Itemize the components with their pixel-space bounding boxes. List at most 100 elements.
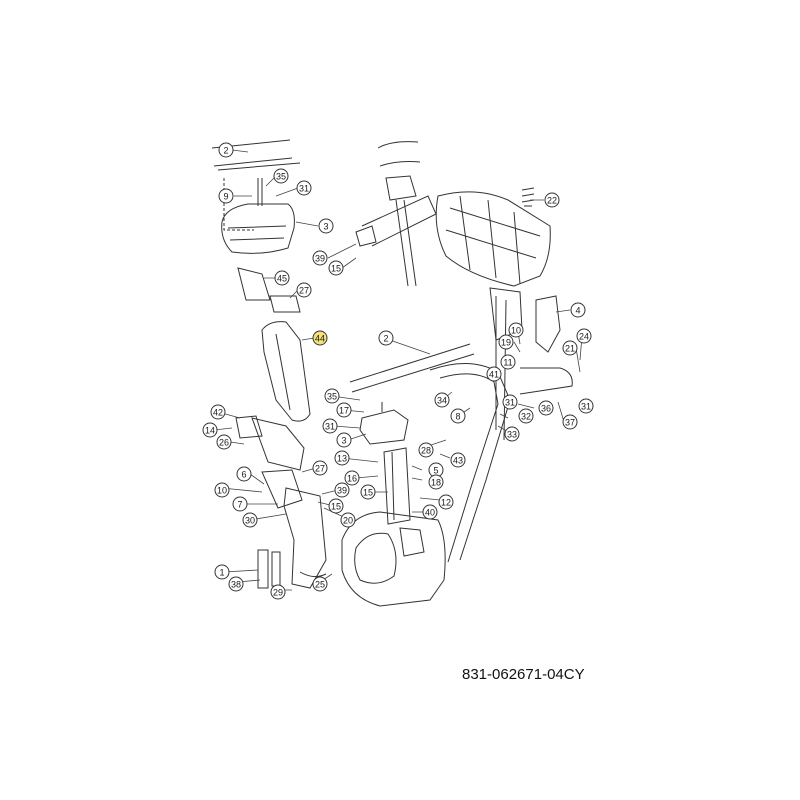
callout-38: 38 — [228, 576, 244, 592]
callout-circle — [216, 434, 232, 450]
callout-35: 35 — [273, 168, 289, 184]
callout-36: 36 — [538, 400, 554, 416]
callout-number: 32 — [521, 412, 531, 422]
callout-number: 15 — [363, 488, 373, 498]
callout-number: 31 — [325, 422, 335, 432]
callout-42: 42 — [210, 404, 226, 420]
callout-10: 10 — [214, 482, 230, 498]
callout-number: 14 — [205, 426, 215, 436]
callout-circle — [273, 168, 289, 184]
callout-1: 1 — [214, 564, 230, 580]
callout-circle — [500, 354, 516, 370]
callout-circle — [508, 322, 524, 338]
diagram-reference-number: 831-062671-04CY — [462, 666, 585, 683]
callout-circle — [210, 404, 226, 420]
callout-45: 45 — [274, 270, 290, 286]
callout-circle — [324, 388, 340, 404]
callout-circle — [328, 260, 344, 276]
callout-number: 4 — [575, 306, 580, 316]
callout-number: 35 — [327, 392, 337, 402]
callout-circle — [328, 498, 344, 514]
callout-circle — [296, 180, 312, 196]
callout-number: 44 — [315, 334, 325, 344]
callout-circle — [438, 494, 454, 510]
callout-number: 17 — [339, 406, 349, 416]
callout-43: 43 — [450, 452, 466, 468]
callout-31: 31 — [502, 394, 518, 410]
callout-2: 2 — [218, 142, 234, 158]
callout-5: 5 — [428, 462, 444, 478]
callout-circle — [562, 340, 578, 356]
callout-circle — [418, 442, 434, 458]
callout-number: 7 — [237, 500, 242, 510]
callout-39: 39 — [312, 250, 328, 266]
callout-number: 30 — [245, 516, 255, 526]
callout-number: 27 — [315, 464, 325, 474]
callout-circle — [312, 330, 328, 346]
callout-35: 35 — [324, 388, 340, 404]
callout-29: 29 — [270, 584, 286, 600]
leader-lines — [213, 149, 583, 591]
callout-circle — [228, 576, 244, 592]
part-outlines — [211, 139, 573, 607]
callout-22: 22 — [544, 192, 560, 208]
callout-number: 27 — [299, 286, 309, 296]
callout-3: 3 — [336, 432, 352, 448]
callout-circle — [428, 474, 444, 490]
callout-circle — [576, 328, 592, 344]
callout-number: 26 — [219, 438, 229, 448]
callout-2: 2 — [378, 330, 394, 346]
callout-31: 31 — [322, 418, 338, 434]
callout-circle — [296, 282, 312, 298]
callout-circle — [434, 392, 450, 408]
callout-number: 15 — [331, 264, 341, 274]
callout-circle — [518, 408, 534, 424]
callout-number: 43 — [453, 456, 463, 466]
callout-circle — [334, 482, 350, 498]
callout-number: 31 — [505, 398, 515, 408]
callout-number: 8 — [455, 412, 460, 422]
callout-number: 31 — [299, 184, 309, 194]
callout-circle — [312, 576, 328, 592]
callout-circle — [336, 402, 352, 418]
callout-circle — [498, 334, 514, 350]
callout-31: 31 — [578, 398, 594, 414]
callout-number: 10 — [217, 486, 227, 496]
callout-number: 29 — [273, 588, 283, 598]
callout-circle — [334, 450, 350, 466]
callout-number: 18 — [431, 478, 441, 488]
callout-28: 28 — [418, 442, 434, 458]
callout-circle — [570, 302, 586, 318]
callout-circle — [504, 426, 520, 442]
callout-number: 5 — [433, 466, 438, 476]
callout-16: 16 — [344, 470, 360, 486]
callout-12: 12 — [438, 494, 454, 510]
callout-circle — [214, 564, 230, 580]
callout-circle — [422, 504, 438, 520]
callout-20: 20 — [340, 512, 356, 528]
callout-circle — [578, 398, 594, 414]
callout-number: 16 — [347, 474, 357, 484]
callout-number: 6 — [241, 470, 246, 480]
callout-circle — [344, 470, 360, 486]
callout-number: 41 — [489, 370, 499, 380]
callout-circle — [450, 408, 466, 424]
callout-26: 26 — [216, 434, 232, 450]
callout-circle — [538, 400, 554, 416]
callout-circle — [312, 460, 328, 476]
callout-circle — [378, 330, 394, 346]
callout-33: 33 — [504, 426, 520, 442]
callout-circle — [274, 270, 290, 286]
callout-number: 10 — [511, 326, 521, 336]
callout-circle — [236, 466, 252, 482]
callout-number: 37 — [565, 418, 575, 428]
callout-circle — [336, 432, 352, 448]
callout-number: 9 — [223, 192, 228, 202]
callout-circle — [312, 250, 328, 266]
callout-4: 4 — [570, 302, 586, 318]
callout-21: 21 — [562, 340, 578, 356]
callout-8: 8 — [450, 408, 466, 424]
callout-27: 27 — [296, 282, 312, 298]
